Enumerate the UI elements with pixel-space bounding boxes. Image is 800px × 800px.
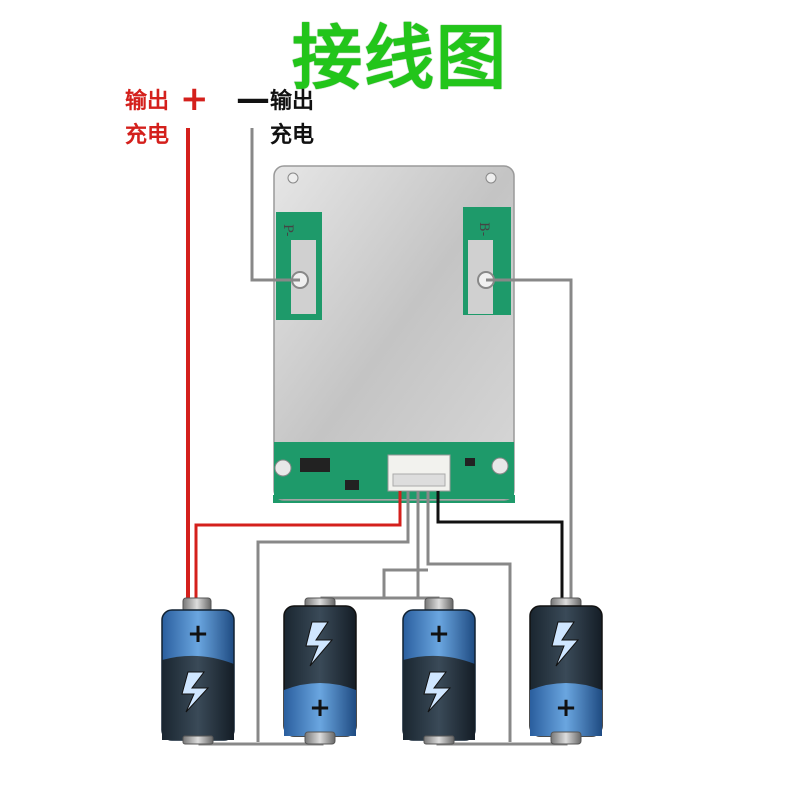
balance-wire-2 bbox=[320, 491, 420, 606]
negative-charge-label: 充电 bbox=[270, 123, 315, 148]
series-link-2 bbox=[322, 596, 440, 606]
b-minus-label: B- bbox=[476, 222, 491, 236]
svg-text:+: + bbox=[187, 619, 209, 649]
p-minus-wire bbox=[250, 128, 300, 282]
diagram-title: 接线图 bbox=[292, 17, 508, 99]
balance-wire-1 bbox=[256, 491, 410, 742]
balance-wire-3 bbox=[426, 491, 512, 742]
battery-cell-4: + bbox=[529, 597, 603, 745]
svg-text:+: + bbox=[428, 619, 450, 649]
negative-sign: — bbox=[236, 79, 270, 119]
negative-output-label: 输出 bbox=[270, 89, 315, 114]
positive-balance-wire bbox=[194, 491, 402, 602]
b-minus-wire bbox=[486, 278, 573, 602]
battery-cell-1: + bbox=[161, 597, 235, 745]
positive-charge-label: 充电 bbox=[125, 123, 170, 148]
positive-sign: + bbox=[180, 79, 209, 119]
battery-cell-2: + bbox=[283, 597, 357, 745]
svg-text:+: + bbox=[555, 693, 577, 723]
bms-board: P- B- bbox=[273, 165, 515, 503]
negative-balance-wire bbox=[436, 491, 564, 602]
p-minus-label: P- bbox=[280, 224, 295, 236]
battery-cell-3: + bbox=[402, 597, 476, 745]
positive-output-label: 输出 bbox=[125, 89, 170, 114]
balance-wire-3b bbox=[382, 568, 428, 598]
svg-text:+: + bbox=[309, 693, 331, 723]
